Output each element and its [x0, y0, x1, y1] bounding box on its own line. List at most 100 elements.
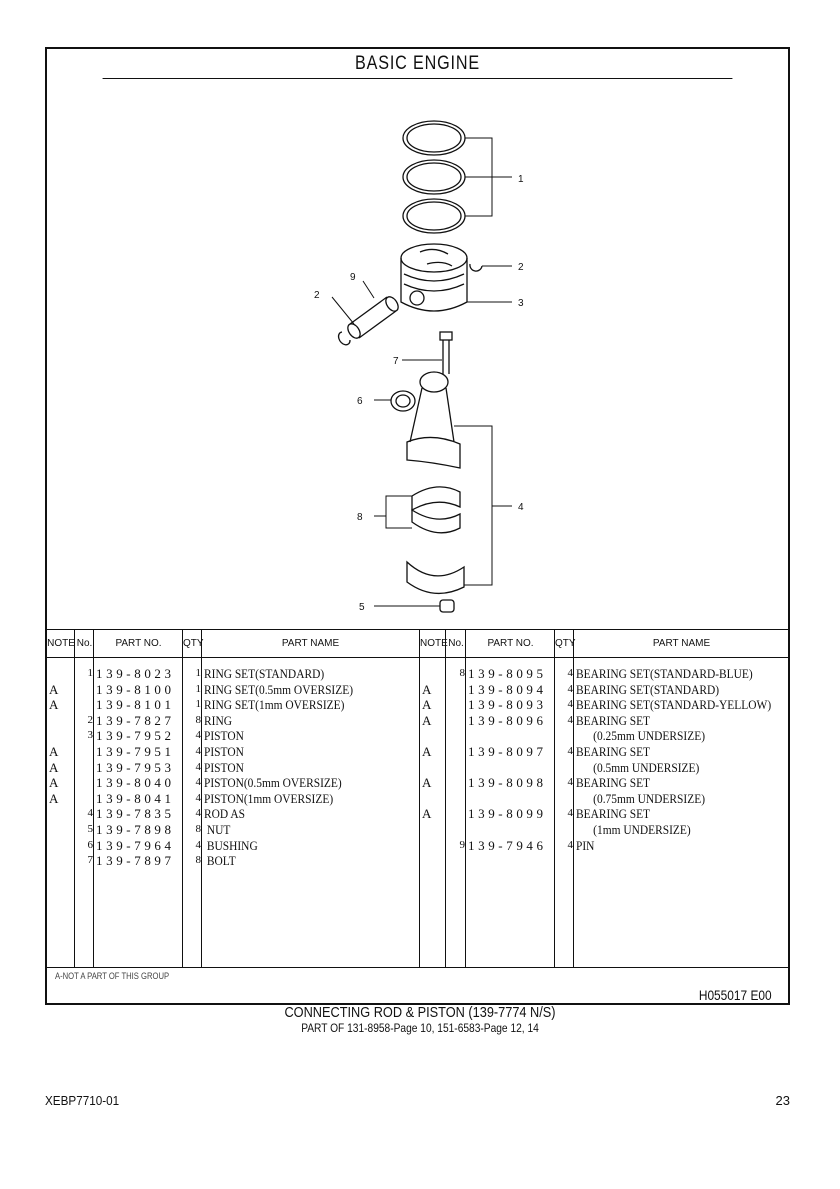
header-no: No. [448, 638, 464, 649]
cell-name: BEARING SET [576, 775, 651, 791]
piston-illustration [400, 243, 468, 312]
cell-name: NUT [204, 822, 231, 837]
cell-qty: 4 [195, 791, 202, 804]
cell-part-no: 139-8041 [96, 790, 175, 806]
rod-cap-illustration [406, 560, 465, 613]
column-divider [47, 630, 202, 967]
cell-part-no: 139-8095 [468, 666, 547, 681]
table-row: (0.25mm UNDERSIZE) [420, 728, 788, 744]
header-note: NOTE [420, 638, 448, 649]
cell-note: A [49, 697, 59, 713]
cell-qty: 4 [195, 760, 202, 773]
cell-qty: 4 [567, 838, 574, 851]
cell-qty: 4 [195, 745, 202, 757]
table-row: (1mm UNDERSIZE) [420, 822, 788, 838]
cell-part-no: 139-8096 [468, 712, 547, 728]
header-part-no: PART NO. [115, 638, 162, 649]
cell-name: PISTON(1mm OVERSIZE) [204, 790, 334, 806]
column-divider [47, 630, 75, 967]
cell-name: BEARING SET(STANDARD-BLUE) [576, 666, 753, 681]
cell-qty: 4 [567, 682, 574, 695]
column-divider [420, 630, 446, 967]
cell-no: 8 [459, 667, 466, 679]
callout-6: 6 [357, 396, 363, 407]
connecting-rod-illustration [390, 371, 461, 469]
cell-name: BEARING SET(STANDARD) [576, 681, 720, 697]
cell-name: ROD AS [204, 806, 246, 822]
table-row: (0.5mm UNDERSIZE) [420, 760, 788, 776]
cell-no: 7 [87, 854, 94, 867]
callout-4: 4 [518, 502, 524, 513]
cell-note: A [422, 697, 432, 713]
header-qty: QTY [183, 638, 204, 649]
callout-7: 7 [393, 356, 399, 367]
cell-part-no: 139-7835 [96, 806, 175, 822]
cell-part-no: 139-7951 [96, 744, 175, 759]
header-part-name: PART NAME [281, 638, 340, 649]
header-qty: QTY [555, 638, 576, 649]
cell-part-no: 139-7946 [468, 837, 547, 853]
callout-3: 3 [518, 298, 524, 309]
callout-2-left: 2 [314, 290, 320, 301]
callout-5: 5 [359, 602, 365, 613]
cell-name: RING SET(STANDARD) [204, 666, 325, 681]
cell-note: A [422, 712, 432, 728]
cell-name: RING SET(0.5mm OVERSIZE) [204, 681, 354, 697]
cell-name: BOLT [204, 853, 236, 869]
column-divider [420, 630, 574, 967]
callout-2-snap-ring: 2 [518, 262, 524, 273]
drawing-code: H055017 E00 [699, 987, 772, 1003]
cell-part-no: 139-8094 [468, 681, 547, 697]
cell-name: PISTON [204, 744, 244, 759]
cell-no: 6 [87, 838, 94, 851]
cell-part-no: 139-7953 [96, 759, 175, 775]
cell-name: (0.25mm UNDERSIZE) [576, 728, 706, 744]
cell-name: PISTON [204, 728, 244, 744]
callout-9: 9 [350, 272, 356, 283]
cell-note: A [49, 759, 59, 775]
cell-no: 2 [87, 713, 94, 726]
cell-part-no: 139-8101 [96, 697, 175, 713]
cell-part-no: 139-8097 [468, 744, 547, 759]
callout-8: 8 [357, 512, 363, 523]
exploded-diagram: 1 2 3 9 2 7 6 4 8 5 [47, 79, 788, 629]
cell-qty: 4 [195, 776, 202, 789]
footnote: A-NOT A PART OF THIS GROUP [55, 971, 170, 981]
cell-name: BUSHING [204, 837, 258, 853]
cell-note: A [422, 775, 432, 791]
cell-note: A [422, 806, 432, 822]
bearing-illustration [411, 486, 461, 534]
header-part-no: PART NO. [487, 638, 534, 649]
cell-part-no: 139-8099 [468, 806, 547, 822]
cell-qty: 4 [567, 667, 574, 679]
cell-qty: 4 [195, 729, 202, 742]
cell-note: A [49, 790, 59, 806]
cell-part-no: 139-7952 [96, 728, 175, 744]
cell-part-no: 139-7897 [96, 853, 175, 869]
cell-no: 5 [87, 823, 94, 835]
cell-qty: 4 [195, 807, 202, 820]
cell-name: BEARING SET [576, 744, 651, 759]
header-part-name: PART NAME [652, 638, 711, 649]
cell-part-no: 139-8100 [96, 681, 175, 697]
column-divider [420, 630, 466, 967]
cell-qty: 1 [195, 698, 202, 711]
cell-name: RING [204, 712, 232, 728]
cell-name: PISTON [204, 759, 244, 775]
cell-part-no: 139-7827 [96, 712, 175, 728]
cell-part-no: 139-8093 [468, 697, 547, 713]
